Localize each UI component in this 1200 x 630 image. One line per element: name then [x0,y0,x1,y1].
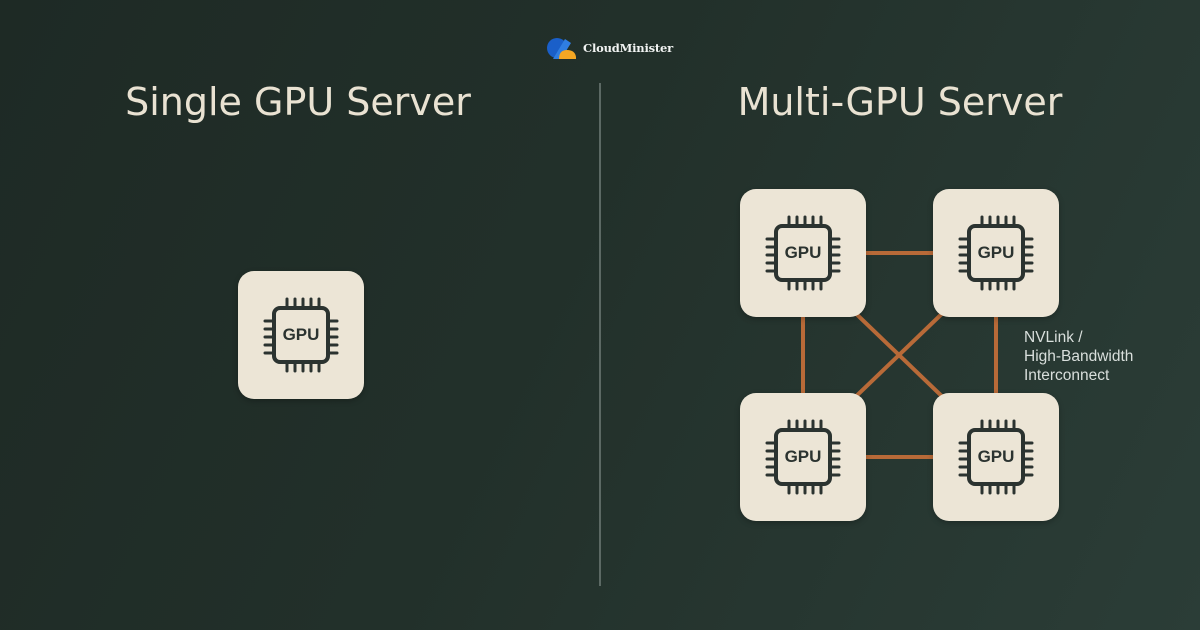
gpu-label: GPU [977,447,1015,466]
single-gpu-title: Single GPU Server [125,80,471,124]
interconnect-caption-line-1: NVLink / [1024,329,1083,346]
single-gpu-tile: GPU [238,271,364,399]
gpu-chip-icon: GPU [763,417,843,497]
interconnect-caption-line-2: High-Bandwidth [1024,348,1134,365]
interconnect-caption-line-3: Interconnect [1024,367,1110,384]
gpu-chip-icon: GPU [763,213,843,293]
gpu-chip-icon: GPU [956,213,1036,293]
multi-gpu-tile-top-right: GPU [933,189,1059,317]
brand-logo: CloudMinister [545,34,673,62]
gpu-chip-icon: GPU [956,417,1036,497]
gpu-label: GPU [977,243,1015,262]
interconnect-caption: NVLink / High-Bandwidth Interconnect [1024,328,1133,385]
multi-gpu-title: Multi-GPU Server [737,80,1063,124]
gpu-chip-icon: GPU [261,295,341,375]
brand-name: CloudMinister [583,41,673,55]
cloud-logo-icon [547,38,576,59]
gpu-label: GPU [282,325,320,344]
multi-gpu-tile-top-left: GPU [740,189,866,317]
section-divider [599,83,601,586]
link-diagonal-up [846,304,952,406]
gpu-label: GPU [784,447,822,466]
multi-gpu-tile-bottom-right: GPU [933,393,1059,521]
multi-gpu-tile-bottom-left: GPU [740,393,866,521]
gpu-label: GPU [784,243,822,262]
